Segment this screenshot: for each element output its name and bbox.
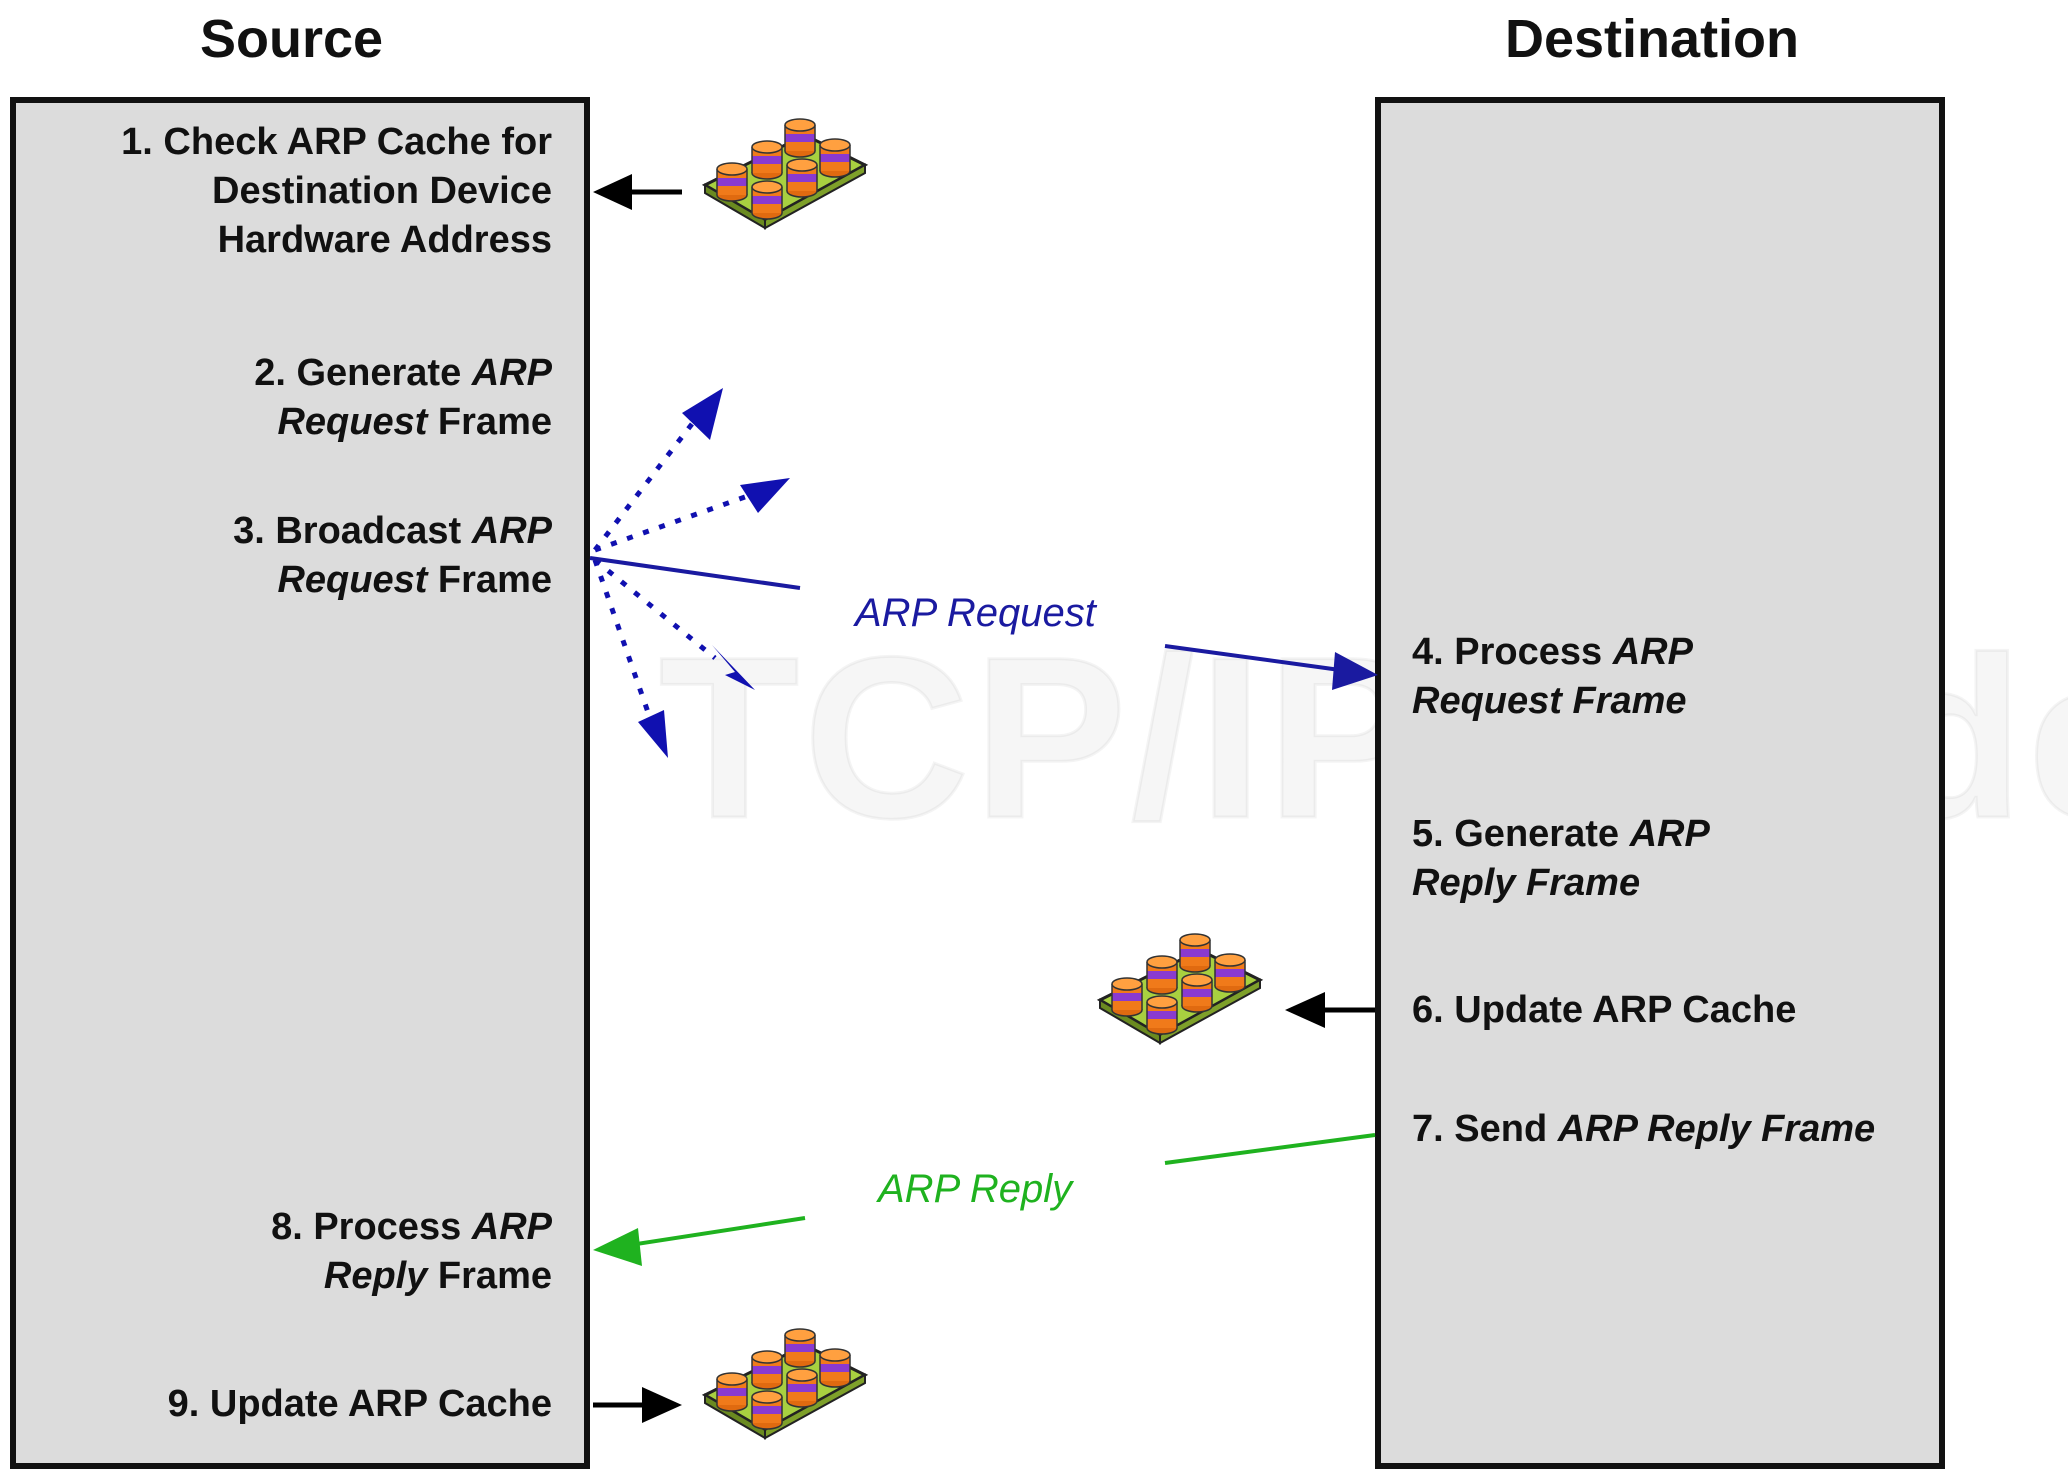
step-text: 6. Update ARP Cache (1412, 989, 1797, 1031)
destination-header: Destination (1505, 9, 1800, 69)
broadcast-arrows (592, 418, 746, 719)
step-text: ARP (1629, 813, 1710, 855)
step-text: Frame (427, 401, 552, 443)
arp-cache-icon (1098, 933, 1262, 1045)
step-text: 7. Send (1412, 1108, 1558, 1150)
step-line: 1. Check ARP Cache for (121, 118, 552, 167)
step-line: Request Frame (1412, 677, 1693, 726)
arp-reply-arrow (593, 1133, 1376, 1266)
step-text: 8. Process (271, 1206, 472, 1248)
step-text: ARP (471, 1206, 552, 1248)
arp-cache-icon (703, 118, 867, 230)
source-header: Source (200, 9, 384, 69)
destination-step-7: 7. Send ARP Reply Frame (1412, 1105, 1875, 1154)
step-line: Destination Device (121, 167, 552, 216)
step-text: 2. Generate (254, 352, 472, 394)
step-text: 3. Broadcast (233, 510, 472, 552)
step-text: Request (277, 559, 428, 601)
step-text: Request (277, 401, 428, 443)
cache-lookup-arrow (593, 174, 682, 210)
source-step-9: 9. Update ARP Cache (168, 1380, 552, 1429)
step-text: ARP (1612, 631, 1693, 673)
step-line: 6. Update ARP Cache (1412, 986, 1796, 1035)
step-text: Destination Device (212, 170, 552, 212)
step-text: 4. Process (1412, 631, 1613, 673)
step-text: 1. Check ARP Cache for (121, 121, 552, 163)
step-text: 9. Update ARP Cache (167, 1383, 552, 1425)
step-line: 9. Update ARP Cache (168, 1380, 552, 1429)
source-cache-update-arrow (593, 1387, 682, 1423)
arp-cache-icon (703, 1328, 867, 1440)
step-line: Reply Frame (1412, 859, 1710, 908)
dest-cache-update-arrow (1285, 992, 1375, 1028)
step-line: Reply Frame (271, 1252, 552, 1301)
step-text: Hardware Address (217, 219, 552, 261)
step-text: Reply (323, 1255, 428, 1297)
destination-step-6: 6. Update ARP Cache (1412, 986, 1796, 1035)
step-line: 2. Generate ARP (254, 349, 552, 398)
step-line: 5. Generate ARP (1412, 810, 1710, 859)
step-text: 5. Generate (1412, 813, 1630, 855)
broadcast-arrowheads (638, 388, 790, 758)
step-text: Frame (427, 559, 552, 601)
step-line: Hardware Address (121, 216, 552, 265)
step-text: Reply Frame (1412, 862, 1641, 904)
arp-request-arrow (589, 556, 1378, 690)
destination-panel (1375, 97, 1945, 1469)
source-panel (10, 97, 590, 1469)
step-text: ARP (471, 352, 552, 394)
step-text: Frame (427, 1255, 552, 1297)
arp-request-label: ARP Request (855, 591, 1096, 635)
step-line: Request Frame (254, 398, 552, 447)
step-line: 4. Process ARP (1412, 628, 1693, 677)
step-line: Request Frame (233, 556, 552, 605)
step-text: ARP Reply Frame (1557, 1108, 1876, 1150)
step-line: 7. Send ARP Reply Frame (1412, 1105, 1875, 1154)
step-text: ARP (471, 510, 552, 552)
step-line: 3. Broadcast ARP (233, 507, 552, 556)
arp-reply-label: ARP Reply (878, 1167, 1073, 1211)
step-line: 8. Process ARP (271, 1203, 552, 1252)
step-text: Request Frame (1412, 680, 1687, 722)
